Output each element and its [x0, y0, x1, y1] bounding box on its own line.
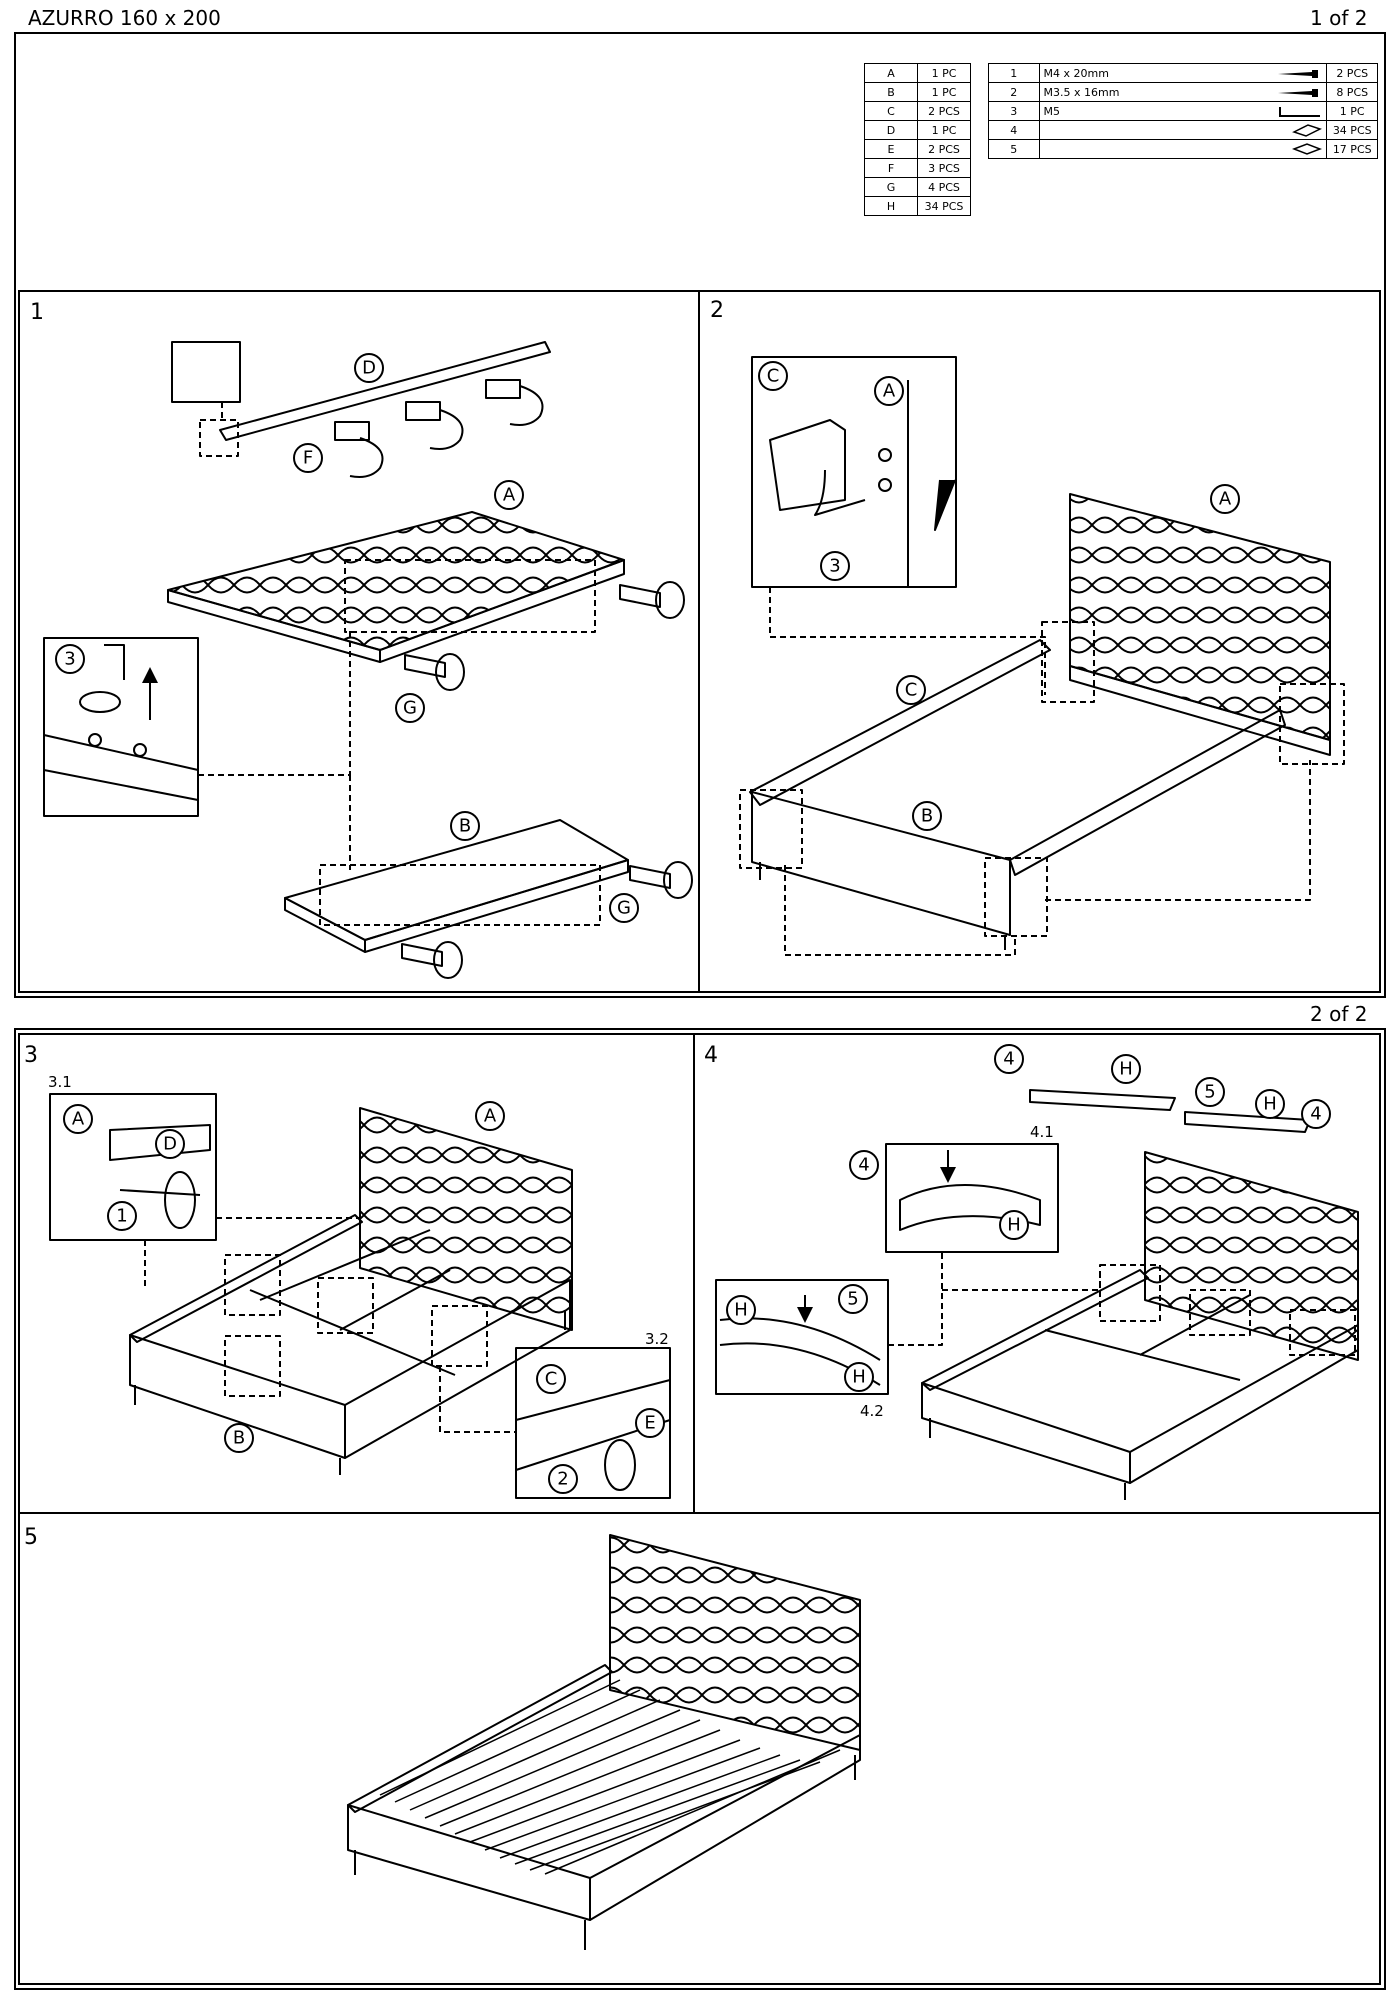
step1-footboard-b — [284, 819, 693, 979]
callout-c: C — [545, 1369, 558, 1390]
callout-h: H — [734, 1300, 748, 1321]
step2-detail-box — [751, 356, 957, 588]
part-qty: 4 PCS — [917, 177, 971, 197]
step-number: 1 — [30, 300, 44, 325]
page-2-steps-frame — [18, 1033, 1381, 1985]
step1-headboard-a — [167, 511, 685, 691]
screw-icon — [1276, 67, 1322, 80]
slat-connector-icon — [1292, 142, 1323, 156]
callout-h: H — [852, 1367, 866, 1388]
callout-c: C — [767, 366, 780, 387]
callout-g: G — [403, 698, 417, 719]
step-number: 3 — [24, 1043, 38, 1068]
callout-d: D — [163, 1134, 177, 1155]
callout-e: E — [644, 1413, 655, 1434]
step3-detail-box-3-1 — [49, 1093, 217, 1241]
part-id: H — [864, 196, 918, 216]
callout-g: G — [617, 898, 631, 919]
substep-label: 4.1 — [1030, 1123, 1054, 1141]
step2-bed-frame — [739, 493, 1345, 956]
callout-h: H — [1007, 1215, 1021, 1236]
step-number: 5 — [24, 1525, 38, 1550]
callout-circles — [55, 353, 1331, 1494]
substep-label: 4.2 — [860, 1402, 884, 1420]
step1-detail-box — [43, 637, 199, 817]
callout-c: C — [905, 680, 918, 701]
hardware-qty: 17 PCS — [1326, 139, 1378, 159]
divider — [693, 1033, 695, 1513]
parts-hardware-row: 5 17 PCS — [988, 139, 1378, 159]
page-number-2: 2 of 2 — [1310, 1002, 1368, 1026]
step3-bed-frame — [129, 1107, 573, 1475]
divider — [18, 1512, 1381, 1514]
hardware-desc: M5 — [1043, 104, 1061, 118]
hardware-desc: M3.5 x 16mm — [1043, 85, 1120, 99]
callout-b: B — [921, 806, 933, 827]
callout-5: 5 — [847, 1289, 858, 1310]
callout-1: 1 — [116, 1206, 127, 1227]
substep-label: 3.2 — [645, 1330, 669, 1348]
substep-label: 3.1 — [48, 1073, 72, 1091]
part-qty: 2 PCS — [917, 101, 971, 121]
hardware-id: 5 — [988, 139, 1040, 159]
step4-bed-frame — [921, 1151, 1359, 1500]
callout-h: H — [1263, 1094, 1277, 1115]
hardware-desc: M4 x 20mm — [1043, 66, 1109, 80]
callout-a: A — [883, 381, 896, 402]
page-2-frame — [14, 1028, 1386, 1990]
callout-a: A — [503, 485, 516, 506]
callout-d: D — [362, 358, 376, 379]
callout-a: A — [484, 1106, 497, 1127]
callout-2: 2 — [557, 1469, 568, 1490]
allen-key-icon — [1276, 105, 1322, 118]
slat-cap-icon — [1292, 123, 1323, 137]
callout-4: 4 — [1003, 1049, 1014, 1070]
callout-5: 5 — [1204, 1082, 1215, 1103]
step-number: 4 — [704, 1043, 718, 1068]
page-1-frame — [14, 32, 1386, 998]
hardware-qty: 8 PCS — [1326, 82, 1378, 102]
callout-3: 3 — [829, 556, 840, 577]
part-qty: 1 PC — [917, 63, 971, 83]
callout-b: B — [459, 816, 471, 837]
callout-3: 3 — [64, 649, 75, 670]
callout-a: A — [1219, 489, 1232, 510]
hardware-desc-cell — [1038, 139, 1328, 159]
document-title: AZURRO 160 x 200 — [28, 6, 221, 30]
step5-bed-assembled — [347, 1534, 861, 1950]
callout-a: A — [72, 1109, 85, 1130]
callout-h: H — [1119, 1059, 1133, 1080]
step4-detail-box-4-1 — [885, 1143, 1059, 1253]
screw-icon — [1276, 86, 1322, 99]
step-number: 2 — [710, 298, 724, 323]
callout-f: F — [303, 448, 313, 469]
part-qty: 2 PCS — [917, 139, 971, 159]
callout-4: 4 — [1310, 1104, 1321, 1125]
callout-b: B — [233, 1428, 245, 1449]
step1-rail-d — [171, 341, 551, 478]
callout-4: 4 — [858, 1155, 869, 1176]
part-qty: 34 PCS — [917, 196, 971, 216]
divider — [698, 290, 700, 993]
page-number-1: 1 of 2 — [1310, 6, 1368, 30]
hardware-qty: 2 PCS — [1326, 63, 1378, 83]
